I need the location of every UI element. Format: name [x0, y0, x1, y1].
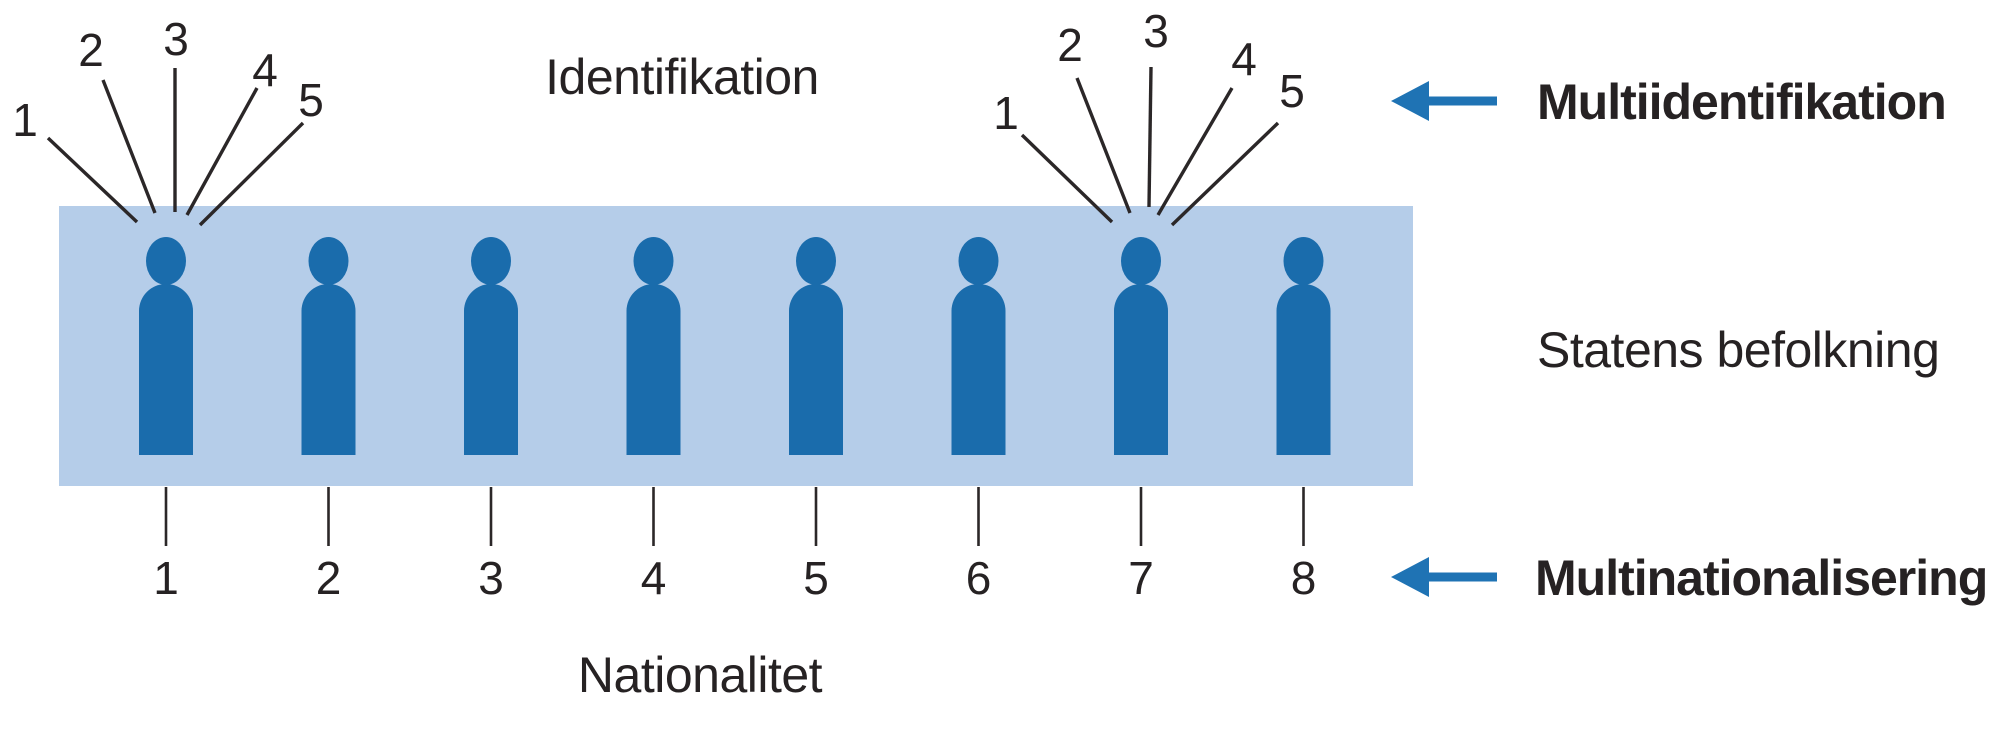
left-arrow-top-icon [1391, 81, 1497, 121]
fan-number: 3 [163, 13, 189, 65]
fan-number: 4 [252, 44, 278, 96]
population-band [59, 206, 1413, 486]
fan-number: 4 [1231, 33, 1257, 85]
nationality-ticks [164, 487, 1305, 546]
fan-number: 5 [298, 74, 324, 126]
fan-line [46, 136, 139, 224]
nationality-number: 3 [478, 552, 504, 604]
fan-number: 2 [78, 24, 104, 76]
population-label: Statens befolkning [1537, 322, 1940, 378]
fan-line [1156, 87, 1234, 216]
nationality-number: 5 [803, 552, 829, 604]
fan-line [1075, 77, 1132, 214]
nationality-number: 1 [153, 552, 179, 604]
fan-number: 5 [1279, 65, 1305, 117]
fan-number: 1 [993, 87, 1019, 139]
fan-line [198, 121, 305, 227]
fan-line [1020, 133, 1114, 224]
nationality-label: Nationalitet [577, 647, 823, 703]
multinationalisering-label: Multinationalisering [1535, 550, 1988, 606]
multiidentification-label: Multiidentifikation [1537, 74, 1947, 130]
fan-number: 2 [1057, 19, 1083, 71]
nationality-number: 6 [965, 552, 992, 604]
identification-label: Identifikation [545, 49, 819, 105]
identification-fan-7 [1020, 66, 1280, 227]
nationality-number: 2 [315, 552, 342, 604]
fan-number: 3 [1143, 5, 1169, 57]
nationality-number: 7 [1128, 552, 1154, 604]
identification-fan-1 [46, 68, 305, 227]
nationality-number: 8 [1290, 552, 1317, 604]
fan-line [1170, 121, 1280, 227]
fan-number: 1 [12, 94, 38, 146]
fan-line [1147, 66, 1153, 208]
fan-line [185, 87, 259, 216]
fan-line [101, 79, 157, 214]
nationality-number: 4 [640, 552, 667, 604]
left-arrow-bottom-icon [1391, 557, 1497, 597]
